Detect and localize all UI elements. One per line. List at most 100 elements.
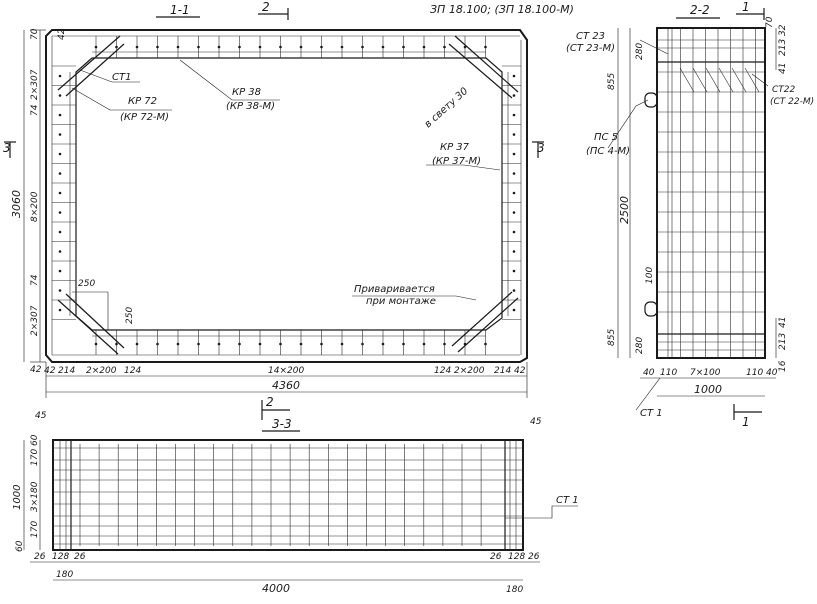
rebar-dot: [340, 45, 344, 49]
dim-2-2-110-r: 110: [746, 368, 763, 378]
rebar-dot: [58, 133, 62, 136]
rebar-dot: [176, 342, 180, 346]
dim-2-2-41-bot: 41: [778, 317, 788, 328]
rebar-dot: [381, 45, 385, 49]
rebar-dot: [58, 74, 62, 78]
dim-1-1-3060: 3060: [10, 190, 23, 218]
section-2-2-outline: [656, 27, 766, 359]
rebar-dot: [58, 269, 62, 273]
label-kr37: КР 37: [440, 142, 470, 153]
dim-3-3-26-l: 26: [34, 552, 46, 562]
dim-1-1-total: 4360: [272, 379, 300, 392]
rebar-dot: [238, 342, 241, 346]
rebar-dot: [94, 45, 98, 49]
dim-3-3-1000: 1000: [12, 485, 23, 510]
rebar-dot: [299, 45, 303, 49]
cut-mark-3-left: 3: [3, 141, 11, 155]
cut-mark-2-top: 2: [262, 0, 270, 14]
dim-3-3-128-r: 128: [508, 552, 525, 562]
label-kr72: КР 72: [128, 96, 157, 107]
dim-1-1-74-bot: 74: [30, 274, 40, 286]
rebar-dot: [512, 133, 516, 136]
rebar-dot: [58, 172, 62, 175]
dim-1-1-8x200: 8×200: [30, 191, 40, 222]
dim-1-1-2x200-l: 2×200: [86, 366, 117, 376]
rebar-dot: [381, 342, 385, 346]
dim-2-2-32: 32: [778, 24, 788, 36]
dim-1-1-70: 70: [30, 28, 40, 40]
panel-outline: [45, 29, 528, 363]
dim-1-1-214-r: 214: [494, 366, 511, 376]
rebar-dot: [58, 308, 62, 312]
dim-3-3-45-l: 45: [35, 411, 47, 421]
rebar-line: [679, 67, 695, 93]
rebar-dot: [58, 152, 62, 156]
rebar-dot: [512, 152, 516, 156]
rebar-line: [692, 67, 708, 93]
dim-3-3-180-r: 180: [506, 585, 523, 595]
rebar-dot: [176, 45, 180, 49]
rebar-dot: [463, 45, 467, 49]
dim-2-2-213-bot: 213: [778, 333, 788, 350]
label-st1-22: СТ 1: [640, 408, 663, 419]
dim-2-2-110-l: 110: [660, 368, 677, 378]
rebar-dot: [58, 250, 62, 253]
dim-1-1-124-l: 124: [124, 366, 141, 376]
rebar-line: [744, 67, 760, 93]
label-weld-note-1: Приваривается: [354, 284, 435, 295]
dim-2-2-2500: 2500: [618, 196, 631, 224]
label-weld-note-2: при монтаже: [366, 296, 436, 307]
rebar-dot: [217, 45, 221, 49]
dim-2-2-855-top: 855: [607, 73, 617, 90]
dim-1-1-42-bl: 42: [44, 366, 56, 376]
rebar-dot: [58, 289, 62, 292]
label-st1-33: СТ 1: [556, 495, 579, 506]
rebar-dot: [484, 45, 487, 49]
label-st22: СТ22: [772, 85, 796, 95]
dim-1-1-250-h: 250: [78, 279, 95, 289]
dim-2-2-100: 100: [645, 267, 655, 284]
rebar-dot: [58, 230, 62, 234]
rebar-dot: [156, 342, 159, 346]
section-3-3-title: 3-3: [272, 417, 292, 431]
rebar-dot: [135, 45, 139, 49]
panel-opening: [75, 57, 503, 331]
rebar-dot: [512, 308, 516, 312]
dim-3-3-128-l: 128: [52, 552, 69, 562]
dim-2-2-7x100: 7×100: [690, 368, 721, 378]
dim-1-1-124-r: 124: [434, 366, 451, 376]
rebar-dot: [58, 94, 62, 97]
label-st23: СТ 23: [576, 31, 605, 42]
dim-3-3-26-r2: 26: [528, 552, 540, 562]
rebar-line: [731, 67, 747, 93]
rebar-dot: [484, 342, 487, 346]
rebar-dot: [279, 45, 282, 49]
dim-2-2-280-top: 280: [635, 43, 645, 60]
rebar-dot: [512, 289, 516, 292]
rebar-dot: [422, 342, 426, 346]
rebar-dot: [512, 191, 516, 195]
rebar-line: [718, 67, 734, 93]
dim-3-3-170-bot: 170: [30, 521, 40, 538]
dim-1-1-2x307-top: 2×307: [30, 69, 40, 100]
label-st1: СТ1: [112, 72, 131, 83]
dim-1-1-74-top: 74: [30, 104, 40, 116]
rebar-dot: [443, 342, 446, 346]
dim-3-3-170-top: 170: [30, 449, 40, 466]
rebar-line: [705, 67, 721, 93]
dim-1-1-250-v: 250: [125, 307, 135, 324]
rebar-dot: [512, 113, 516, 117]
dim-3-3-60-bot: 60: [15, 540, 25, 552]
rebar-dot: [320, 45, 323, 49]
dim-1-1-14x200: 14×200: [268, 366, 304, 376]
rebar-dot: [512, 172, 516, 175]
dim-2-2-16: 16: [778, 360, 788, 372]
rebar-dot: [258, 45, 262, 49]
label-ps5: ПС 5: [594, 132, 618, 143]
rebar-dot: [115, 45, 118, 49]
rebar-dot: [115, 342, 118, 346]
cut-mark-2-bottom: 2: [266, 395, 274, 409]
rebar-dot: [512, 211, 516, 214]
rebar-dot: [58, 113, 62, 117]
product-codes: ЗП 18.100; (ЗП 18.100-М): [430, 3, 574, 16]
